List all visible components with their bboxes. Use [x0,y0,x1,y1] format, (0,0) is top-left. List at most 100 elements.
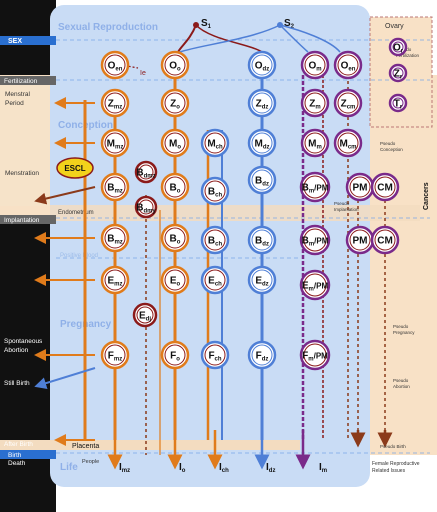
node-m-0-label: Om [308,61,321,73]
ie-label: Ie [140,70,146,77]
life-arrows [107,430,393,470]
label-spont-2: Abortion [4,347,29,354]
node-mz-4-ring [100,223,130,253]
node-mz-4: Bmz [100,223,130,253]
node-m-1-ring [300,88,330,118]
escl-label: ESCL [64,164,85,173]
node-bdmy: Bdmy [134,195,158,219]
node-cm-1-ring [333,88,363,118]
node-o-6-label: Fo [170,351,180,363]
label-fertilization: Fertilization [4,78,38,85]
node-bdmy-inner-ring [138,199,154,215]
node-dz-6-label: Fdz [256,351,269,363]
node-bdmy-label: Bdmy [136,203,156,215]
node-m-4-ring [299,224,331,256]
node-dz-5-ring [247,265,277,295]
node-m-6-label: Fm/PM [302,351,328,363]
left-label-peach [0,78,56,206]
node-dz-1-inner-ring [251,92,273,114]
node-dz-4-ring [247,225,277,255]
node-bdmz-inner-ring [138,164,154,180]
node-dz-2: Mdz [247,128,277,158]
node-m-5: Em/PM [299,269,331,301]
pseudo-abort-2: Abortion [393,384,410,389]
node-cm-2: Mcm [333,128,363,158]
node-o-5-ring [160,265,190,295]
node-mz-2: Mmz [100,128,130,158]
title-placenta: Placenta [72,443,99,450]
node-ch-4: Fch [200,340,230,370]
node-mz-0-ring [100,50,130,80]
node-cm-2-inner-ring [337,132,359,154]
node-mz-1-inner-ring [104,92,126,114]
node-ovary-2-inner-ring [392,97,404,109]
node-ovary-0-label: Or [393,43,404,55]
node-mz-2-inner-ring [104,132,126,154]
label-menstrual-1: Menstral [5,91,30,98]
node-o-0: Oo [160,50,190,80]
exit-arrows [34,97,96,446]
label-implantation: Implantation [4,217,40,224]
node-bdmz-label: Bdmz [136,168,155,180]
node-cm-5-inner-ring [349,229,371,251]
node-o-2: Mo [160,128,190,158]
node-o-5: Eo [160,265,190,295]
node-o-4-inner-ring [164,227,186,249]
female-issues-2: Related Issues [372,468,406,474]
pseudo-abort-1: Pseudo [393,378,409,383]
node-mz-5: Emz [100,265,130,295]
node-ch-3: Ech [200,265,230,295]
node-m-1-label: Zm [309,99,320,111]
label-death: Death [8,460,26,467]
node-mz-3: Bmz [100,172,130,202]
node-o-6: Fo [160,340,190,370]
node-ovary-1-ring [388,63,408,83]
node-m-0-ring [300,50,330,80]
node-dz-1-label: Zdz [256,99,269,111]
node-ovary-1: Zr [388,63,408,83]
source-s2: S2 [284,18,295,30]
node-dz-1-ring [247,88,277,118]
node-cm-4-inner-ring [374,176,396,198]
node-o-3: Bo [160,172,190,202]
node-m-5-inner-ring [303,273,327,297]
node-o-2-ring [160,128,190,158]
node-ovary-0-inner-ring [392,41,404,53]
node-o-3-label: Bo [170,183,181,195]
node-mz-1-label: Zmz [108,99,122,111]
node-o-6-ring [160,340,190,370]
node-cm-0: Oen [333,50,363,80]
title-positive-blood: Positive Blood [60,253,98,259]
node-cm-4-ring [370,172,400,202]
node-mz-0-label: Oen [108,61,123,73]
node-dz-2-label: Mdz [254,139,269,151]
life-dz: Idz [266,462,275,474]
node-dz-6: Fdz [247,340,277,370]
node-m-1-inner-ring [304,92,326,114]
node-o-0-ring [160,50,190,80]
node-ovary-2-ring [388,93,408,113]
cancers-label: Cancers [423,182,430,210]
node-ch-0-ring [200,128,230,158]
node-m-3: Bm/PM [299,171,331,203]
node-ch-3-label: Ech [208,276,222,288]
node-cm-0-label: Oen [341,61,356,73]
node-o-1-inner-ring [164,92,186,114]
node-mz-2-label: Mmz [107,139,124,151]
node-cm-6-ring [370,225,400,255]
node-cm-6: CM [370,225,400,255]
node-dz-0-inner-ring [251,54,273,76]
node-dz-5: Edz [247,265,277,295]
node-m-3-ring [299,171,331,203]
escl-node [56,157,94,179]
label-spont-1: Spontaneous [4,338,43,345]
pseudo-birth: Pseudo Birth [380,444,406,449]
life-o: Io [179,462,186,474]
node-dz-4-inner-ring [251,229,273,251]
node-m-0: Om [300,50,330,80]
node-cm-3: PM [345,172,375,202]
node-cm-3-label: PM [353,183,368,194]
node-mz-3-inner-ring [104,176,126,198]
node-m-3-label: Bm/PM [302,183,329,195]
